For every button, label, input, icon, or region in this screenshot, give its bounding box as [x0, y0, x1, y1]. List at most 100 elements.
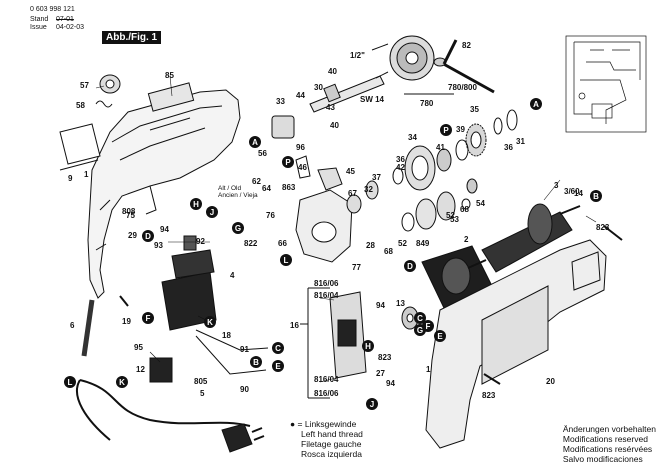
- gear-34: [404, 145, 436, 191]
- part-number-label: 816/04: [314, 375, 339, 384]
- issue-value: 04-02-03: [56, 24, 85, 31]
- legend-symbol: ●: [290, 419, 296, 429]
- part-number-label: 32: [364, 185, 373, 194]
- part-number-label: 94: [386, 379, 395, 388]
- spindle: [309, 75, 385, 113]
- callout-circle: [272, 342, 284, 354]
- callout-h: H: [190, 198, 202, 210]
- part-number-label: 40: [328, 67, 337, 76]
- screw-823-right: [603, 225, 623, 241]
- callout-j: J: [366, 398, 378, 410]
- part-number-label: 14: [574, 189, 583, 198]
- callout-circle: [422, 320, 434, 332]
- ring-36: [493, 117, 503, 135]
- wire-91: [195, 329, 269, 351]
- cable-guard-6: [81, 299, 95, 357]
- part-number-label: 53: [450, 215, 459, 224]
- part-number-label: 5: [200, 389, 205, 398]
- part-number-label: 27: [376, 369, 385, 378]
- callout-letter: A: [252, 138, 258, 147]
- part-number-label: SW 14: [360, 95, 385, 104]
- part-number-label: 92: [196, 237, 205, 246]
- callout-circle: [530, 98, 542, 110]
- callout-a: A: [249, 136, 261, 148]
- callout-circle: [434, 330, 446, 342]
- callout-c: C: [272, 342, 284, 354]
- callout-letter: L: [284, 256, 289, 265]
- part-number-label: 823: [378, 353, 392, 362]
- part-number-label: 34: [408, 133, 417, 142]
- part-number-label: 95: [134, 343, 143, 352]
- part-number-label: 6: [70, 321, 75, 330]
- callout-letter: K: [207, 318, 213, 327]
- part-number-label: 36: [396, 155, 405, 164]
- legend-line-3: Filetage gauche: [301, 439, 362, 449]
- part-number-label: 76: [266, 211, 275, 220]
- motor-housing: [425, 239, 607, 449]
- callout-letter: F: [146, 314, 151, 323]
- callout-circle: [404, 260, 416, 272]
- callout-letter: P: [285, 158, 291, 167]
- modifications-note: Änderungen vorbehalten Modifications res…: [563, 424, 656, 464]
- part-number-label: 863: [282, 183, 296, 192]
- callout-letter: G: [235, 224, 241, 233]
- screw-823-bottom: [483, 373, 501, 385]
- part-number-label: 16: [290, 321, 299, 330]
- housing-left-half: [87, 82, 241, 299]
- part-number-label: 3: [554, 181, 559, 190]
- callout-d: D: [142, 230, 154, 242]
- drill-chuck: [371, 35, 435, 81]
- part-number-label: 29: [128, 231, 137, 240]
- part-number-label: 823: [596, 223, 610, 232]
- callout-circle: [142, 312, 154, 324]
- callout-circle: [250, 356, 262, 368]
- wire-90: [195, 335, 267, 375]
- bearing-41: [436, 148, 452, 172]
- callout-p: P: [440, 124, 452, 136]
- callout-letter: H: [365, 342, 371, 351]
- callout-l: L: [64, 376, 76, 388]
- screw-19: [119, 295, 129, 307]
- callout-circle: [366, 398, 378, 410]
- note-line-3: Modifications resérvées: [562, 444, 653, 454]
- figure-label: Abb./Fig. 1: [102, 31, 162, 44]
- part-number-label: 808: [122, 207, 136, 216]
- callout-l: L: [280, 254, 292, 266]
- alt-old-note: Alt / Old Ancien / Vieja: [218, 185, 258, 199]
- callout-circle: [142, 230, 154, 242]
- part-37: [365, 180, 379, 200]
- callout-circle: [190, 198, 202, 210]
- callout-letter: P: [443, 126, 449, 135]
- callout-g: G: [232, 222, 244, 234]
- part-number-label: 28: [366, 241, 375, 250]
- callout-circle: [362, 340, 374, 352]
- spring-58: [95, 100, 113, 108]
- part-number-label: 30: [314, 83, 323, 92]
- part-number-label: 18: [222, 331, 231, 340]
- part-number-label: 823: [482, 391, 496, 400]
- part-number-label: 94: [160, 225, 169, 234]
- ring-31: [506, 109, 518, 131]
- callout-circle: [249, 136, 261, 148]
- callout-b: B: [590, 190, 602, 202]
- part-number-label: 44: [296, 91, 305, 100]
- chuck-key: [433, 39, 495, 94]
- part-number-label: 37: [372, 173, 381, 182]
- callout-letter: B: [593, 192, 599, 201]
- ring-39: [455, 139, 469, 161]
- callout-circle: [272, 360, 284, 372]
- part-number-label: 35: [470, 105, 479, 114]
- callout-letter: L: [68, 378, 73, 387]
- part-number-label: 94: [376, 301, 385, 310]
- part-number-label: 822: [244, 239, 258, 248]
- callout-e: E: [272, 360, 284, 372]
- callout-letter: J: [210, 208, 214, 217]
- part-number-label: 66: [278, 239, 287, 248]
- part-54: [466, 178, 478, 194]
- part-number-label: 1/2": [350, 51, 365, 60]
- callout-letter: B: [253, 358, 259, 367]
- part-number-label: 77: [352, 263, 361, 272]
- part-68: [461, 198, 471, 210]
- label-plate: [59, 123, 101, 165]
- brush-card-16: [329, 291, 367, 379]
